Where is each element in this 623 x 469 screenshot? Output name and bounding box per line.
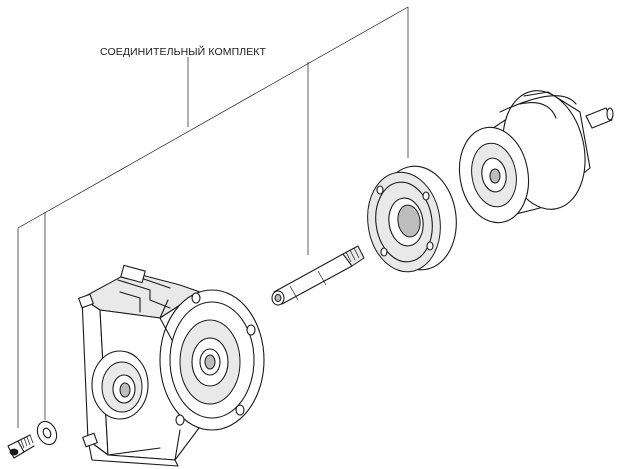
flange-icon [367,165,457,273]
washer-icon [36,420,58,446]
kit-label: СОЕДИНИТЕЛЬНЫЙ КОМПЛЕКТ [100,46,267,58]
motor-icon [458,90,614,224]
screw-icon [7,434,35,459]
shaft-icon [271,245,365,306]
leader-lines [17,6,409,428]
gearbox-icon [78,264,265,467]
